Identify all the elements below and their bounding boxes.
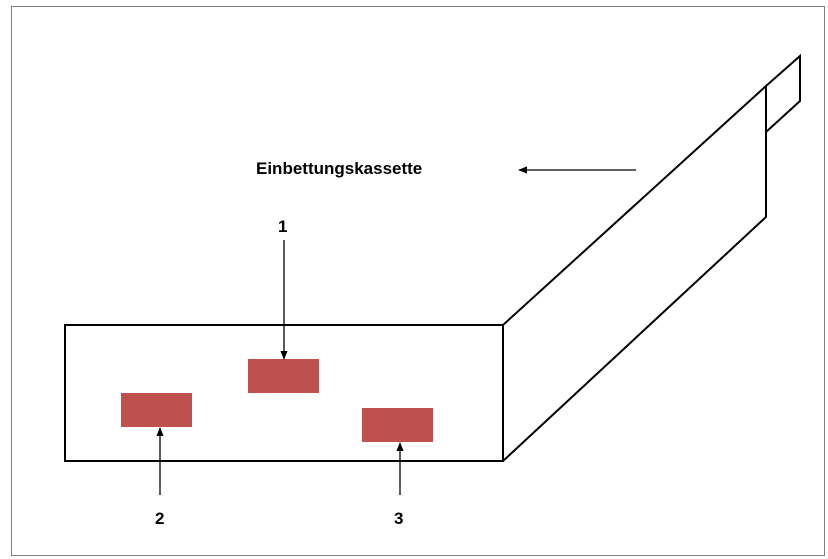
- sample-label-1: 1: [278, 217, 288, 236]
- cassette-label: Einbettungskassette: [256, 159, 423, 178]
- sample-label-3: 3: [394, 509, 404, 528]
- sample-block-3: [362, 408, 433, 442]
- sample-label-2: 2: [155, 509, 165, 528]
- sample-block-2: [121, 393, 192, 427]
- sample-block-1: [248, 359, 319, 393]
- cassette-lid-tab: [765, 53, 801, 133]
- diagram-frame: [11, 6, 825, 556]
- cassette-lid-top-edge: [502, 83, 767, 462]
